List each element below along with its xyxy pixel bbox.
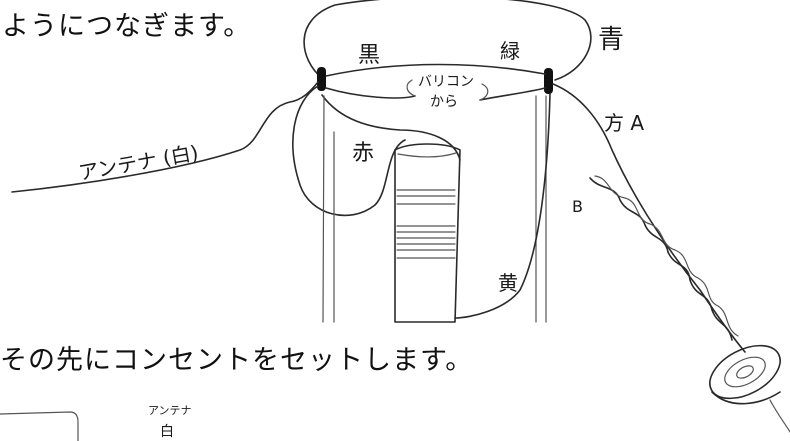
wire-bottom-link xyxy=(325,87,416,99)
outer-wire-loop xyxy=(303,0,592,81)
wire-red-inner xyxy=(321,94,461,161)
varicon-bracket-left xyxy=(406,79,416,97)
label-direction-b: B xyxy=(572,197,583,216)
left-terminal xyxy=(317,67,326,91)
wire-twisted xyxy=(589,177,733,341)
varicon-bracket-right xyxy=(479,83,489,101)
label-varicon-2: から xyxy=(430,94,458,110)
label-yellow: 黄 xyxy=(498,271,518,295)
label-varicon-1: バリコン xyxy=(418,74,474,90)
bottom-box-outline xyxy=(0,411,79,441)
label-antenna-white: アンテナ (白) xyxy=(77,140,200,185)
coil-tube xyxy=(394,143,461,323)
wire-twisted-second xyxy=(594,175,739,337)
label-direction-a: 方 A xyxy=(604,111,644,135)
stand-left-outer xyxy=(322,95,325,323)
label-blue: 青 xyxy=(598,25,624,55)
label-green: 緑 xyxy=(500,39,520,63)
wire-black-green xyxy=(325,63,546,77)
label-red: 赤 xyxy=(352,141,374,166)
coil-windings xyxy=(396,189,456,259)
earphone-icon xyxy=(709,344,790,433)
label-white-small: 白 xyxy=(160,424,174,440)
right-terminal xyxy=(544,68,553,94)
antenna-wire xyxy=(11,81,319,193)
instruction-top-line: ようにつなぎます。 xyxy=(2,11,252,42)
label-antenna-small: アンテナ xyxy=(148,404,192,417)
coil-tube-rim xyxy=(397,152,457,158)
wire-to-earphone-a xyxy=(552,83,746,353)
wire-red-loop xyxy=(292,85,406,217)
label-black: 黒 xyxy=(358,43,380,68)
wire-bottom-link-right xyxy=(479,87,546,101)
wire-yellow xyxy=(454,93,551,319)
instruction-bottom-line: その先にコンセントをセットします。 xyxy=(0,345,474,376)
